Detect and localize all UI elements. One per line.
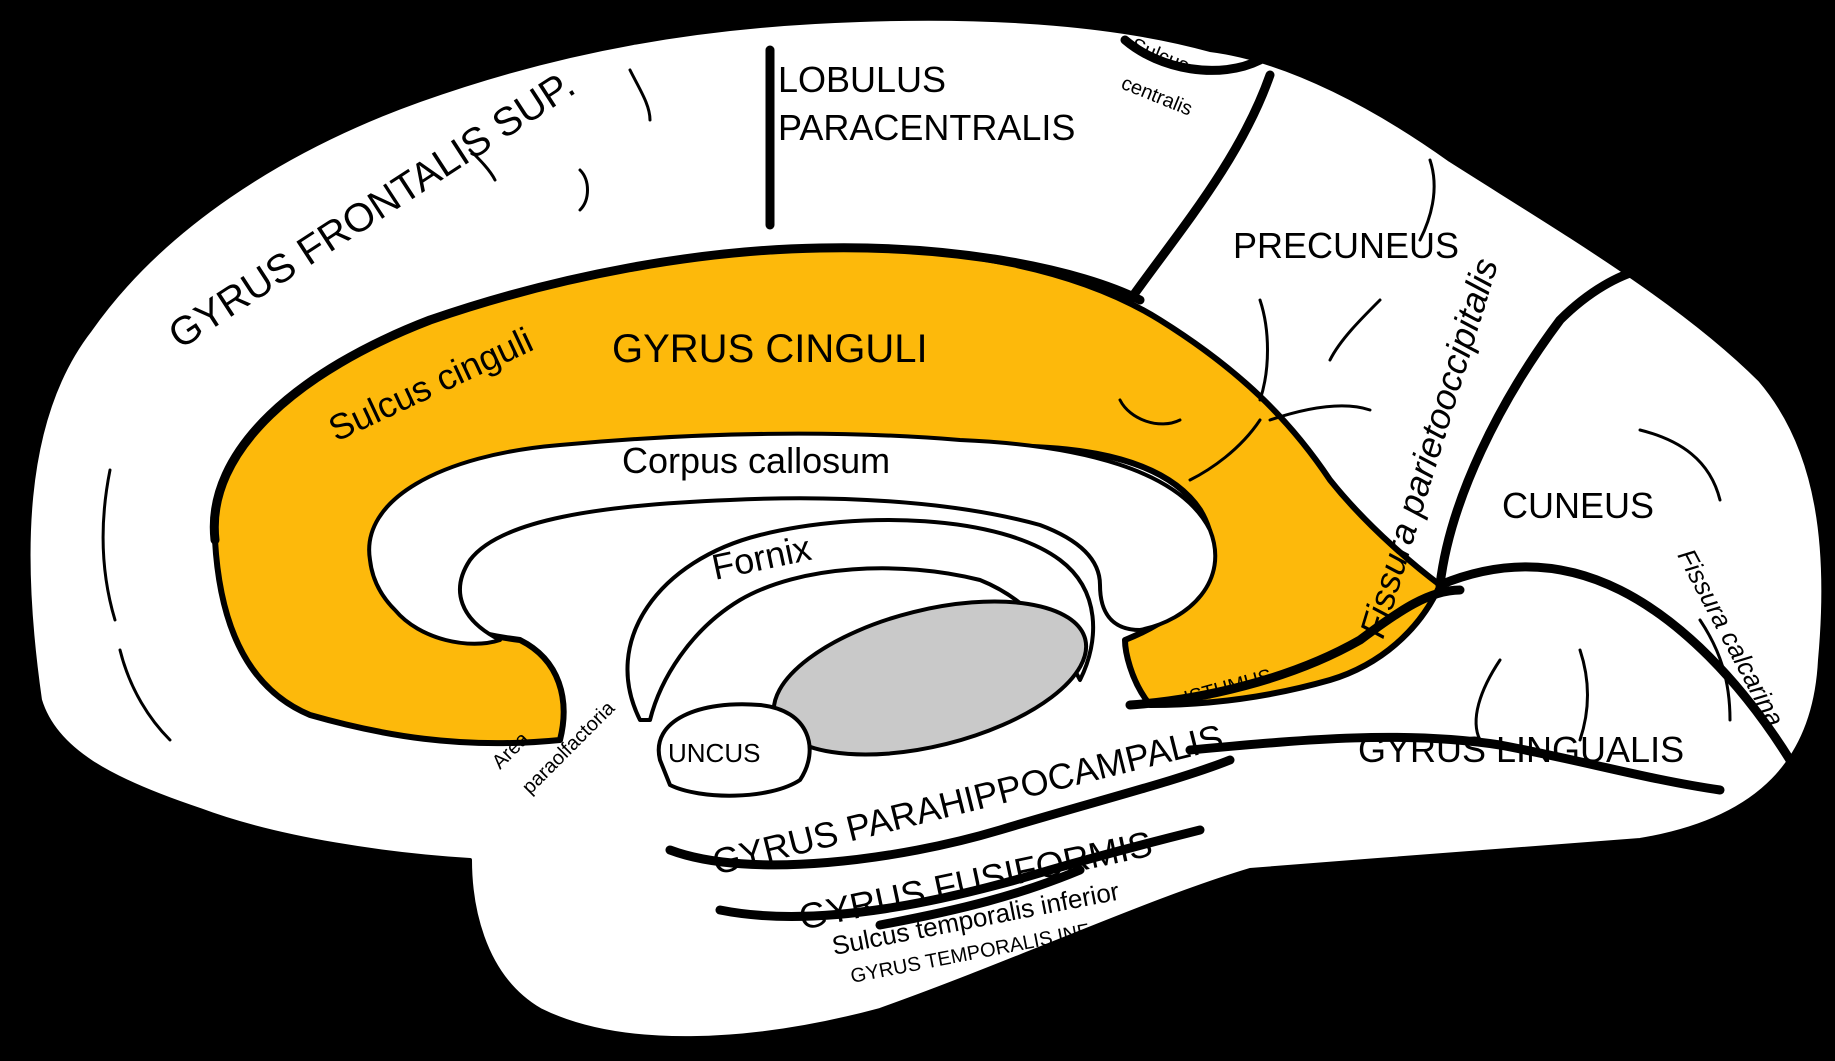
label-precuneus: PRECUNEUS — [1233, 225, 1459, 266]
label-paracentralis: PARACENTRALIS — [778, 107, 1075, 148]
label-cuneus: CUNEUS — [1502, 485, 1654, 526]
label-uncus: UNCUS — [668, 738, 760, 768]
label-gyrus-cinguli: GYRUS CINGULI — [612, 327, 928, 371]
label-lobulus: LOBULUS — [778, 59, 946, 100]
label-corpus-callosum: Corpus callosum — [622, 440, 890, 481]
label-gyrus-lingualis: GYRUS LINGUALIS — [1358, 729, 1684, 770]
